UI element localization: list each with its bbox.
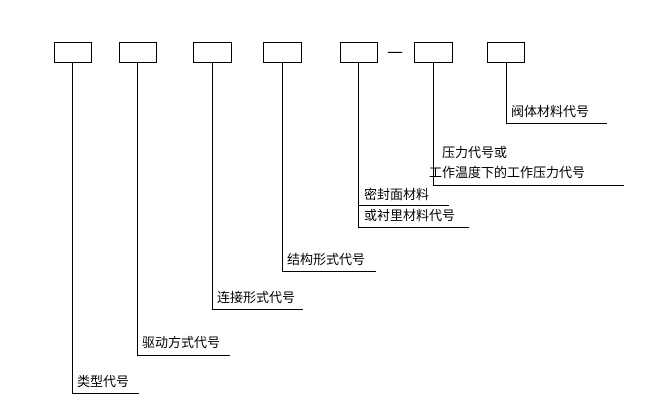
leader-pressure: [433, 62, 624, 186]
leader-connection: [212, 62, 303, 310]
label-seal-material-line2: 或衬里材料代号: [364, 209, 456, 224]
label-pressure-line1: 压力代号或: [442, 146, 508, 161]
leader-type: [72, 62, 139, 394]
label-type-code: 类型代号: [77, 375, 130, 390]
separator-dash: —: [387, 42, 403, 61]
code-box-structure: [263, 42, 302, 63]
code-box-drive: [119, 42, 157, 63]
label-structure-code: 结构形式代号: [287, 253, 366, 268]
leader-drive: [137, 62, 230, 356]
leader-seal: [358, 62, 469, 228]
code-box-pressure: [414, 42, 453, 63]
label-drive-code: 驱动方式代号: [142, 336, 221, 351]
label-body-material-code: 阀体材料代号: [511, 105, 590, 120]
code-box-seal: [340, 42, 378, 63]
leader-body-material: [506, 62, 607, 124]
label-pressure-line2: 工作温度下的工作压力代号: [429, 166, 586, 181]
label-connection-code: 连接形式代号: [217, 291, 296, 306]
leader-structure: [282, 62, 376, 272]
code-box-body-material: [487, 42, 525, 63]
code-box-connection: [193, 42, 232, 63]
code-box-type: [54, 42, 92, 63]
label-seal-material-line1: 密封面材料: [364, 188, 430, 203]
